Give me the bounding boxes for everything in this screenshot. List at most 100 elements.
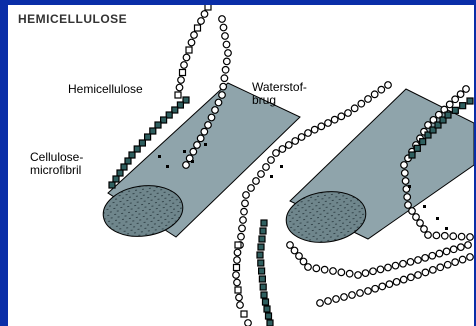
chain-lower-left-a-unit: [234, 257, 241, 264]
chain-top-vertical-unit: [176, 84, 183, 91]
chain-bottom-long-unit: [379, 283, 386, 290]
chain-bottom-curve-unit: [407, 259, 414, 266]
chain-left-loop-unit: [219, 16, 226, 23]
chain-bottom-long-unit: [415, 272, 422, 279]
hydrogen-bond-mark: [423, 205, 426, 208]
chain-top-vertical-unit: [178, 77, 185, 84]
chain-left-loop-unit: [219, 92, 226, 99]
chain-middle-curve-unit: [371, 91, 378, 98]
chain-lower-left-b-unit: [259, 276, 265, 282]
chain-middle-curve-unit: [345, 110, 352, 117]
chain-bottom-long-unit: [317, 300, 324, 307]
chain-bottom-long-unit: [467, 254, 474, 261]
chain-bottom-curve-unit: [450, 246, 457, 253]
chain-middle-curve-unit: [292, 138, 299, 145]
hydrogen-bond-mark: [280, 165, 283, 168]
chain-middle-curve-unit: [318, 123, 325, 130]
chain-top-vertical-unit: [186, 47, 192, 53]
chain-top-vertical-unit: [198, 18, 205, 25]
chain-middle-curve-unit: [243, 192, 250, 199]
chain-right-loop-unit: [458, 233, 465, 240]
chain-lower-left-b-unit: [267, 320, 273, 326]
diagram-panel: HEMICELLULOSE Hemicellulose Waterstof- b…: [8, 5, 474, 326]
chain-left-loop-unit: [222, 67, 229, 74]
chain-left-loop-unit: [197, 135, 204, 142]
chain-bottom-curve-unit: [305, 264, 312, 271]
chain-hemicellulose-diagonal-unit: [134, 146, 140, 152]
chain-middle-curve-unit: [248, 185, 255, 192]
chain-lower-left-b-unit: [263, 299, 269, 305]
chain-bottom-curve-unit: [362, 270, 369, 277]
chain-hemicellulose-diagonal-unit: [125, 158, 131, 164]
chain-bottom-curve-unit: [415, 257, 422, 264]
chain-bottom-long-unit: [408, 274, 415, 281]
chain-middle-curve-unit: [253, 178, 260, 185]
chain-lower-left-b-unit: [261, 220, 267, 226]
chain-middle-curve-unit: [238, 233, 245, 240]
chain-middle-curve-unit: [258, 171, 265, 178]
chain-lower-left-b-unit: [258, 260, 264, 266]
chain-top-vertical-unit: [195, 25, 201, 31]
chain-right-loop-unit: [401, 162, 408, 169]
chain-middle-curve-unit: [273, 150, 280, 157]
chain-lower-left-a: [233, 242, 252, 326]
chain-top-vertical-unit: [201, 11, 208, 18]
chain-bottom-long-unit: [459, 256, 466, 263]
chain-right-loop-unit: [404, 194, 411, 201]
chain-lower-left-b-unit: [264, 306, 270, 312]
chain-lower-left-b-unit: [257, 252, 263, 258]
waterstofbrug-label-line1: Waterstof-: [252, 81, 307, 93]
chain-lower-left-b-unit: [259, 236, 265, 242]
chain-lower-left-b-unit: [258, 244, 264, 250]
chain-left-loop-unit: [201, 128, 208, 135]
chain-middle-curve-unit: [331, 116, 338, 123]
chain-lower-left-a-unit: [234, 249, 241, 256]
chain-right-square-unit: [414, 145, 420, 151]
chain-bottom-curve-unit: [436, 250, 443, 257]
chain-bottom-curve-unit: [392, 262, 399, 269]
chain-hemicellulose-diagonal-unit: [139, 140, 145, 146]
chain-lower-left-a-unit: [245, 320, 252, 326]
chain-right-loop-unit: [402, 178, 409, 185]
chain-right-loop-unit: [421, 226, 428, 233]
chain-hemicellulose-diagonal-unit: [155, 122, 161, 128]
chain-hemicellulose-diagonal-unit: [129, 152, 135, 158]
chain-left-loop-unit: [221, 75, 228, 82]
chain-middle-curve-unit: [325, 120, 332, 127]
chain-bottom-curve-unit: [321, 266, 328, 273]
chain-left-loop-unit: [212, 107, 219, 114]
chain-right-loop-unit: [433, 232, 440, 239]
chain-middle-curve-unit: [279, 146, 286, 153]
chain-middle-curve-unit: [311, 126, 318, 133]
chain-left-loop-unit: [220, 24, 227, 31]
chain-right-loop-unit: [402, 170, 409, 177]
chain-middle-curve-unit: [385, 82, 392, 89]
chain-right-square-unit: [409, 152, 415, 158]
chain-bottom-curve-unit: [346, 270, 353, 277]
chain-left-loop-unit: [194, 142, 201, 149]
chain-middle-curve-unit: [242, 200, 249, 207]
chain-lower-left-b-unit: [259, 268, 265, 274]
chain-bottom-curve-unit: [338, 269, 345, 276]
chain-lower-left-a-unit: [233, 272, 240, 279]
chain-lower-left-b-unit: [266, 313, 272, 319]
chain-right-loop-unit: [425, 232, 432, 239]
chain-right-loop-unit: [450, 233, 457, 240]
hydrogen-bond-mark: [183, 150, 186, 153]
waterstofbrug-label-line2: brug: [252, 94, 276, 106]
chain-hemicellulose-diagonal-unit: [117, 170, 123, 176]
chain-right-loop-unit: [442, 233, 449, 240]
chain-bottom-long-unit: [372, 285, 379, 292]
chain-lower-left-a-unit: [241, 311, 247, 317]
chain-left-loop-unit: [222, 33, 229, 40]
chain-left-loop-unit: [190, 148, 197, 155]
hydrogen-bond-mark: [158, 155, 161, 158]
chain-bottom-curve-unit: [370, 268, 377, 275]
chain-right-square-unit: [467, 98, 473, 104]
chain-bottom-long: [317, 254, 474, 307]
chain-bottom-long-unit: [365, 288, 372, 295]
chain-lower-left-b: [257, 220, 273, 326]
chain-left-loop-unit: [224, 58, 231, 65]
chain-bottom-curve-unit: [385, 264, 392, 271]
chain-bottom-curve: [287, 242, 472, 279]
